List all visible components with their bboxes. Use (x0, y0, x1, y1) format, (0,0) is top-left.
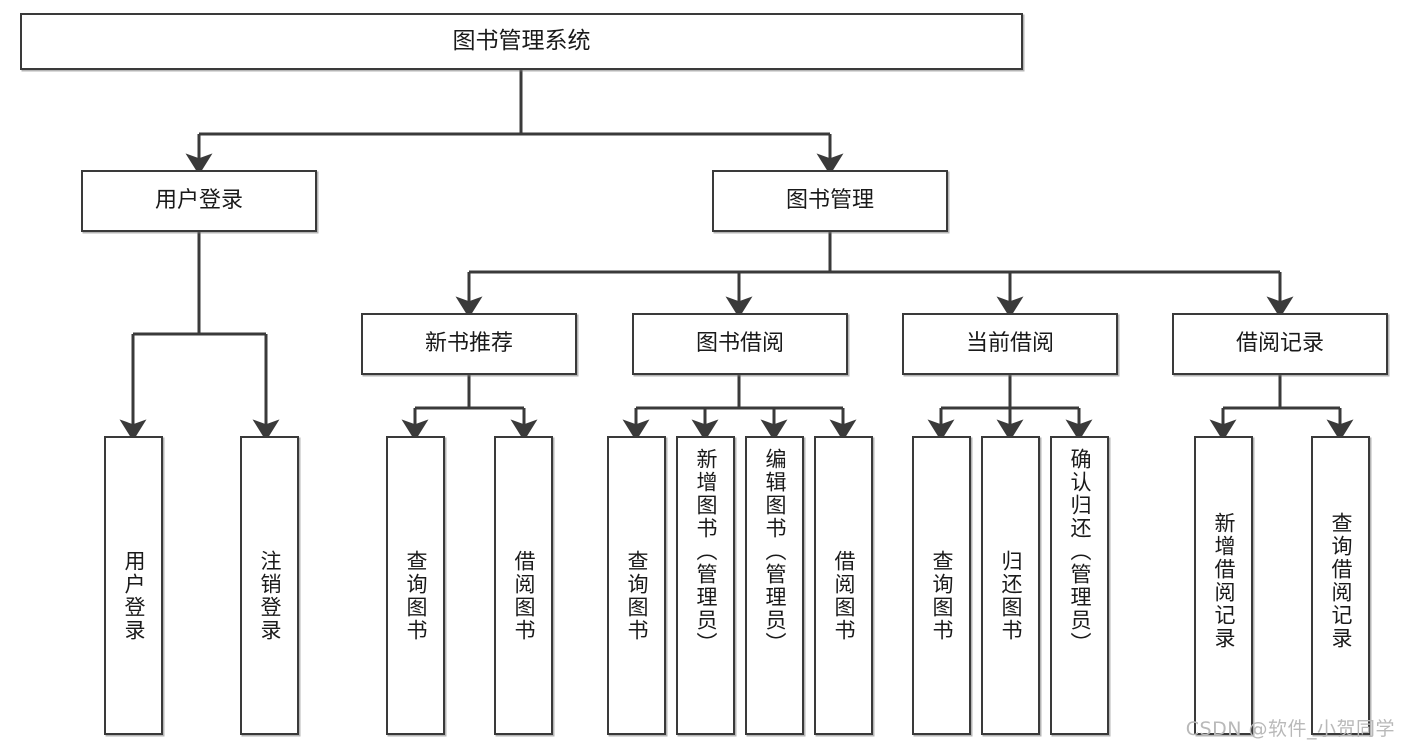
node-leaf-user-login-label: 用户登录 (122, 550, 146, 642)
node-leaf-logout-label: 注销登录 (258, 550, 282, 642)
node-leaf-add-record[interactable]: 新增借阅记录 (1194, 436, 1253, 735)
node-leaf-confirm-return-label: 确认归还（管理员） (1068, 448, 1092, 655)
node-borrow-record-label: 借阅记录 (1235, 331, 1324, 357)
node-leaf-query-book-3-label: 查询图书 (930, 550, 954, 642)
node-leaf-edit-book-label: 编辑图书（管理员） (763, 448, 787, 655)
node-leaf-query-book-2[interactable]: 查询图书 (607, 436, 666, 735)
node-leaf-return-book[interactable]: 归还图书 (981, 436, 1040, 735)
csdn-watermark: CSDN @软件_小贺同学 (1185, 718, 1395, 740)
node-current-borrow[interactable]: 当前借阅 (902, 313, 1118, 375)
node-root-label: 图书管理系统 (452, 27, 591, 54)
node-leaf-add-book[interactable]: 新增图书（管理员） (676, 436, 735, 735)
node-current-borrow-label: 当前借阅 (965, 331, 1054, 357)
node-book-borrow-label: 图书借阅 (695, 331, 784, 357)
node-leaf-user-login[interactable]: 用户登录 (104, 436, 163, 735)
node-leaf-add-record-label: 新增借阅记录 (1212, 512, 1236, 650)
node-root[interactable]: 图书管理系统 (20, 13, 1023, 70)
node-leaf-borrow-book-2[interactable]: 借阅图书 (814, 436, 873, 735)
node-book-borrow[interactable]: 图书借阅 (632, 313, 848, 375)
node-leaf-confirm-return[interactable]: 确认归还（管理员） (1050, 436, 1109, 735)
node-borrow-record[interactable]: 借阅记录 (1172, 313, 1388, 375)
node-leaf-query-book-3[interactable]: 查询图书 (912, 436, 971, 735)
node-leaf-return-book-label: 归还图书 (999, 550, 1023, 642)
node-leaf-edit-book[interactable]: 编辑图书（管理员） (745, 436, 804, 735)
node-leaf-borrow-book-2-label: 借阅图书 (832, 550, 856, 642)
node-leaf-query-book-2-label: 查询图书 (625, 550, 649, 642)
node-leaf-logout[interactable]: 注销登录 (240, 436, 299, 735)
node-leaf-add-book-label: 新增图书（管理员） (694, 448, 718, 655)
node-leaf-borrow-book-1[interactable]: 借阅图书 (494, 436, 553, 735)
node-leaf-query-record-label: 查询借阅记录 (1329, 512, 1353, 650)
node-new-book-recommend[interactable]: 新书推荐 (361, 313, 577, 375)
node-book-manage-label: 图书管理 (785, 188, 874, 214)
node-user-login[interactable]: 用户登录 (81, 170, 317, 232)
node-new-book-recommend-label: 新书推荐 (424, 331, 513, 357)
node-leaf-query-book-1-label: 查询图书 (404, 550, 428, 642)
node-book-manage[interactable]: 图书管理 (712, 170, 948, 232)
node-leaf-borrow-book-1-label: 借阅图书 (512, 550, 536, 642)
node-leaf-query-book-1[interactable]: 查询图书 (386, 436, 445, 735)
node-user-login-label: 用户登录 (154, 188, 243, 214)
node-leaf-query-record[interactable]: 查询借阅记录 (1311, 436, 1370, 735)
